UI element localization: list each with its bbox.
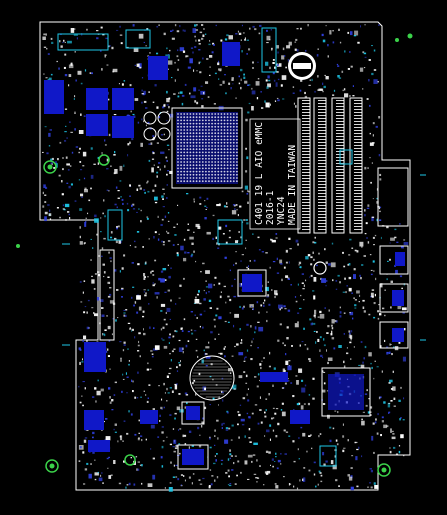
silkscreen-line-4: MADE IN TAIWAN [287, 145, 298, 225]
silkscreen-line-2: 2016-1 [265, 190, 276, 225]
brand-logo-mark [288, 52, 316, 80]
silkscreen-line-3: YNC24 [276, 196, 287, 225]
lower-component-field [88, 372, 310, 470]
component-outlines [57, 27, 426, 467]
coin-battery-pad [189, 355, 235, 401]
power-stage [44, 42, 240, 141]
left-ffc-connectors [84, 249, 115, 430]
silkscreen-line-1: C401 19 L AIO eMMC [254, 122, 265, 225]
pch-chip [237, 269, 267, 297]
ec-chip [321, 367, 371, 417]
smd-pad-field [42, 24, 409, 492]
dimm-socket-group [297, 97, 363, 234]
io-connector-stack [377, 167, 409, 349]
silkscreen-label-block: C401 19 L AIO eMMC 2016-1 YNC24 MADE IN … [249, 118, 301, 230]
mounting-holes [16, 33, 413, 477]
cpu-bga-package [171, 107, 243, 189]
